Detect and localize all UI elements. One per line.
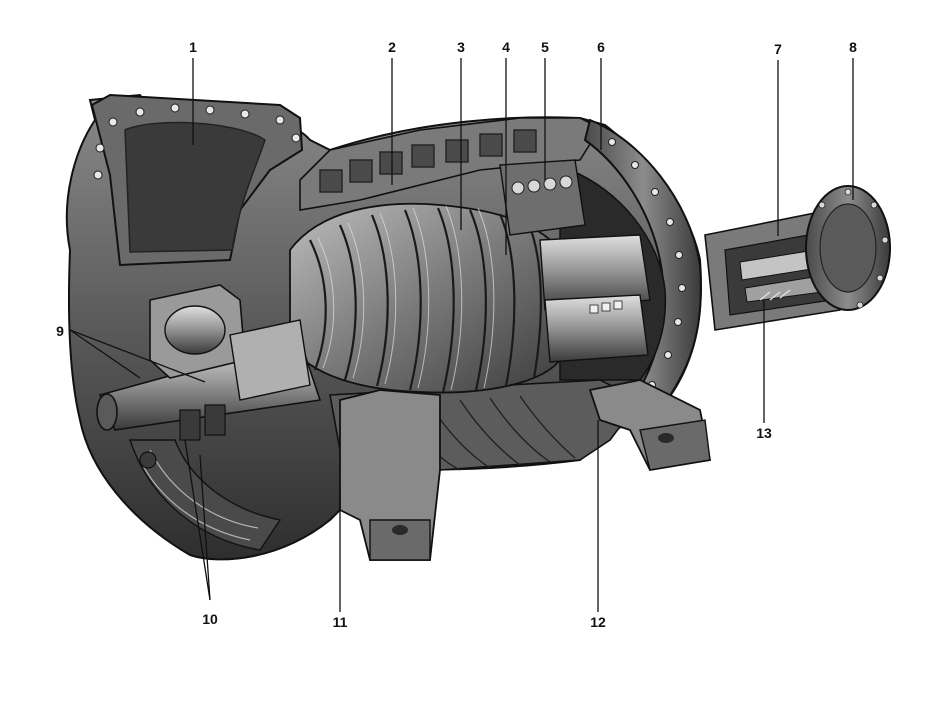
callout-2: 2 [388, 39, 396, 55]
discharge-bearings [499, 159, 651, 363]
callout-5: 5 [541, 39, 549, 55]
lower-casing [329, 379, 712, 561]
callout-11: 11 [333, 614, 348, 630]
callout-8: 8 [849, 39, 857, 55]
callout-12: 12 [590, 614, 606, 630]
screw-rotors [289, 202, 561, 394]
callout-1: 1 [189, 39, 197, 55]
callout-6: 6 [597, 39, 605, 55]
callout-labels: 1 2 3 4 5 6 7 8 9 10 11 12 13 [56, 39, 857, 630]
callout-9: 9 [56, 323, 64, 339]
callout-4: 4 [502, 39, 510, 55]
callout-7: 7 [774, 41, 782, 57]
leader-lines [69, 58, 854, 612]
callout-10: 10 [202, 611, 218, 627]
drive-shaft-assembly [96, 284, 322, 551]
balance-piston-housing [704, 185, 891, 331]
callout-13: 13 [756, 425, 772, 441]
callout-3: 3 [457, 39, 465, 55]
